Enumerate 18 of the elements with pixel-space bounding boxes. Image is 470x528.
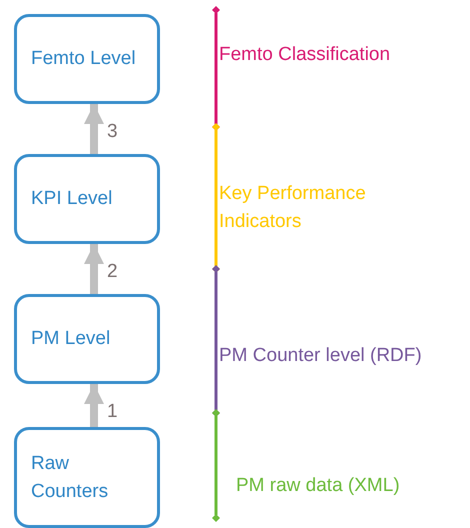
arrow [84,384,104,427]
layer-label: PM raw data (XML) [236,474,401,498]
arrow [84,244,104,294]
arrow [84,104,104,154]
edge-label: 1 [107,402,118,421]
box-label: Raw Counters [31,452,110,504]
level-box [14,427,160,528]
layer-label: Key Performance Indicators [219,182,367,234]
level-box [14,294,160,384]
edge-label: 2 [107,262,118,281]
layer-label: Femto Classification [219,43,392,67]
edge-label: 3 [107,122,118,141]
box-label: KPI Level [31,187,112,212]
box-label: PM Level [31,327,110,352]
box-label: Femto Level [31,47,136,72]
level-box [14,14,160,104]
layer-label: PM Counter level (RDF) [219,344,423,368]
level-box [14,154,160,244]
